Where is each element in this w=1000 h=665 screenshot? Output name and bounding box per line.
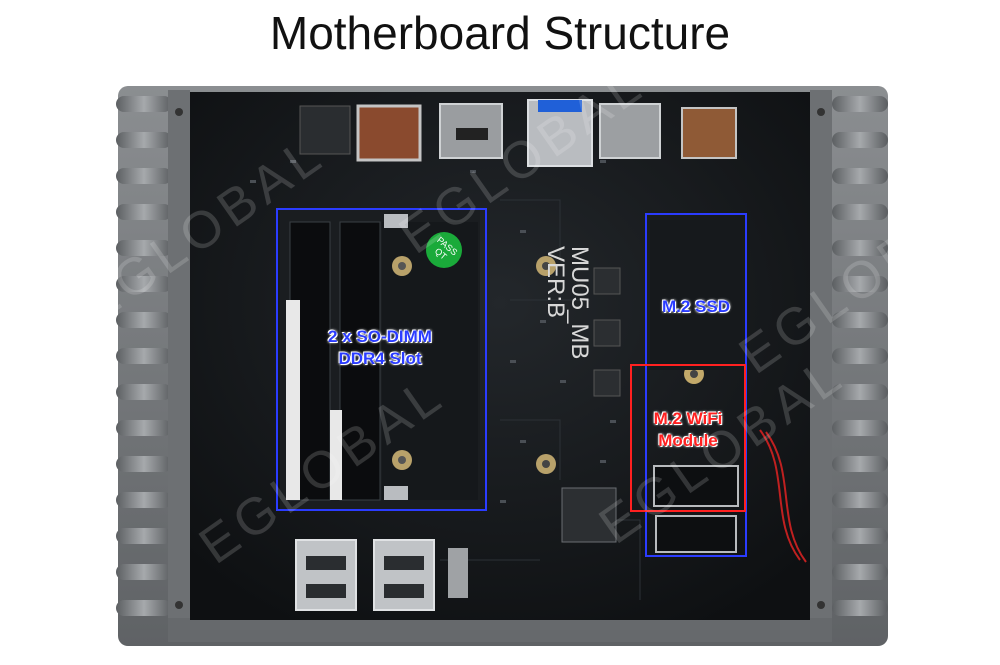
ram-callout-line1: 2 x SO-DIMM — [328, 327, 432, 346]
m2-slots — [650, 220, 742, 553]
lan-port — [599, 103, 661, 159]
wifi-callout: M.2 WiFi Module — [632, 408, 744, 452]
annotation-boxes — [276, 208, 747, 557]
ram-callout-line2: DDR4 Slot — [338, 349, 422, 368]
wifi-callout-line1: M.2 WiFi — [653, 409, 723, 428]
ram-callout: 2 x SO-DIMM DDR4 Slot — [290, 326, 470, 370]
left-cooling-fins — [116, 96, 172, 616]
board-model-text: MU05_MB VER:B — [542, 246, 593, 359]
ssd-callout: M.2 SSD — [646, 296, 746, 318]
port-block-1 — [299, 105, 351, 155]
ram-highlight-box — [276, 208, 487, 511]
right-cooling-fins — [832, 96, 888, 616]
wifi-callout-line2: Module — [658, 431, 718, 450]
power-inductors — [593, 267, 621, 397]
svg-text:MU05_MB: MU05_MB — [566, 246, 593, 359]
sodimm-slots — [280, 210, 480, 510]
ssd-callout-text: M.2 SSD — [661, 297, 731, 316]
pass-sticker: PASS QT — [426, 232, 462, 268]
dc-jack — [356, 104, 422, 162]
sodimm-label-sticker — [286, 300, 300, 500]
bottom-usb-ports — [295, 539, 468, 611]
wifi-highlight-box — [630, 364, 746, 512]
controller-chip — [561, 487, 617, 543]
antenna-wires — [759, 429, 807, 563]
audio-jack — [681, 107, 737, 159]
svg-text:VER:B: VER:B — [542, 246, 569, 318]
top-io-ports — [299, 99, 737, 167]
page-title: Motherboard Structure — [269, 7, 731, 59]
